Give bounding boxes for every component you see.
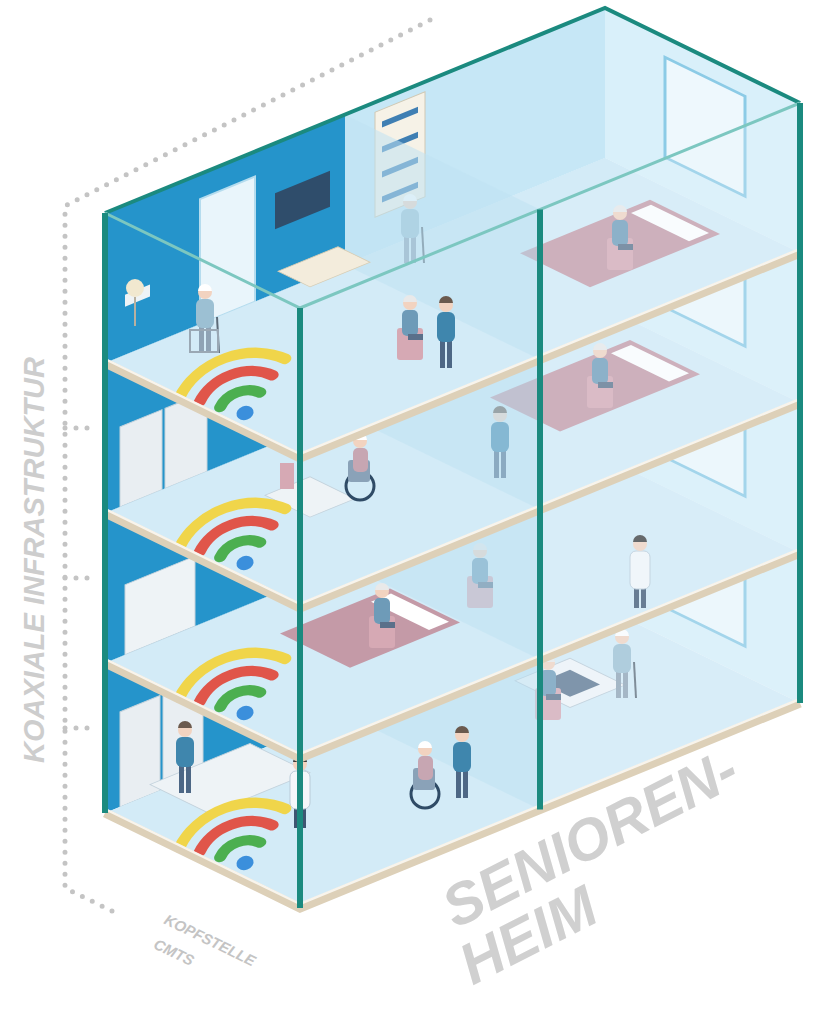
glass-front: [540, 103, 800, 360]
lamp: [126, 279, 144, 297]
floor-slab: [105, 253, 800, 458]
axis-label: KOAXIALE INFRASTRUKTUR: [20, 357, 49, 763]
slab-edge: [105, 399, 800, 604]
chair: [280, 463, 294, 489]
floor-level: [105, 8, 800, 458]
coax-branch: [65, 428, 98, 728]
floor-slab: [105, 553, 800, 758]
corner-post: [537, 210, 543, 810]
corner-post: [297, 308, 303, 908]
slab-edge: [105, 249, 800, 454]
floor-slab: [105, 403, 800, 608]
headend-label: CMTS: [152, 936, 197, 968]
corner-post: [102, 213, 108, 813]
tv-cabinet: [278, 247, 370, 287]
top-edge: [105, 103, 800, 308]
filing-cabinet: [120, 695, 160, 806]
slab-edge: [105, 549, 800, 754]
walker: [190, 330, 218, 352]
lamp-stand: [134, 297, 136, 326]
roof-edge: [105, 8, 800, 213]
tv-screen: [275, 171, 330, 230]
corner-post: [797, 103, 803, 703]
